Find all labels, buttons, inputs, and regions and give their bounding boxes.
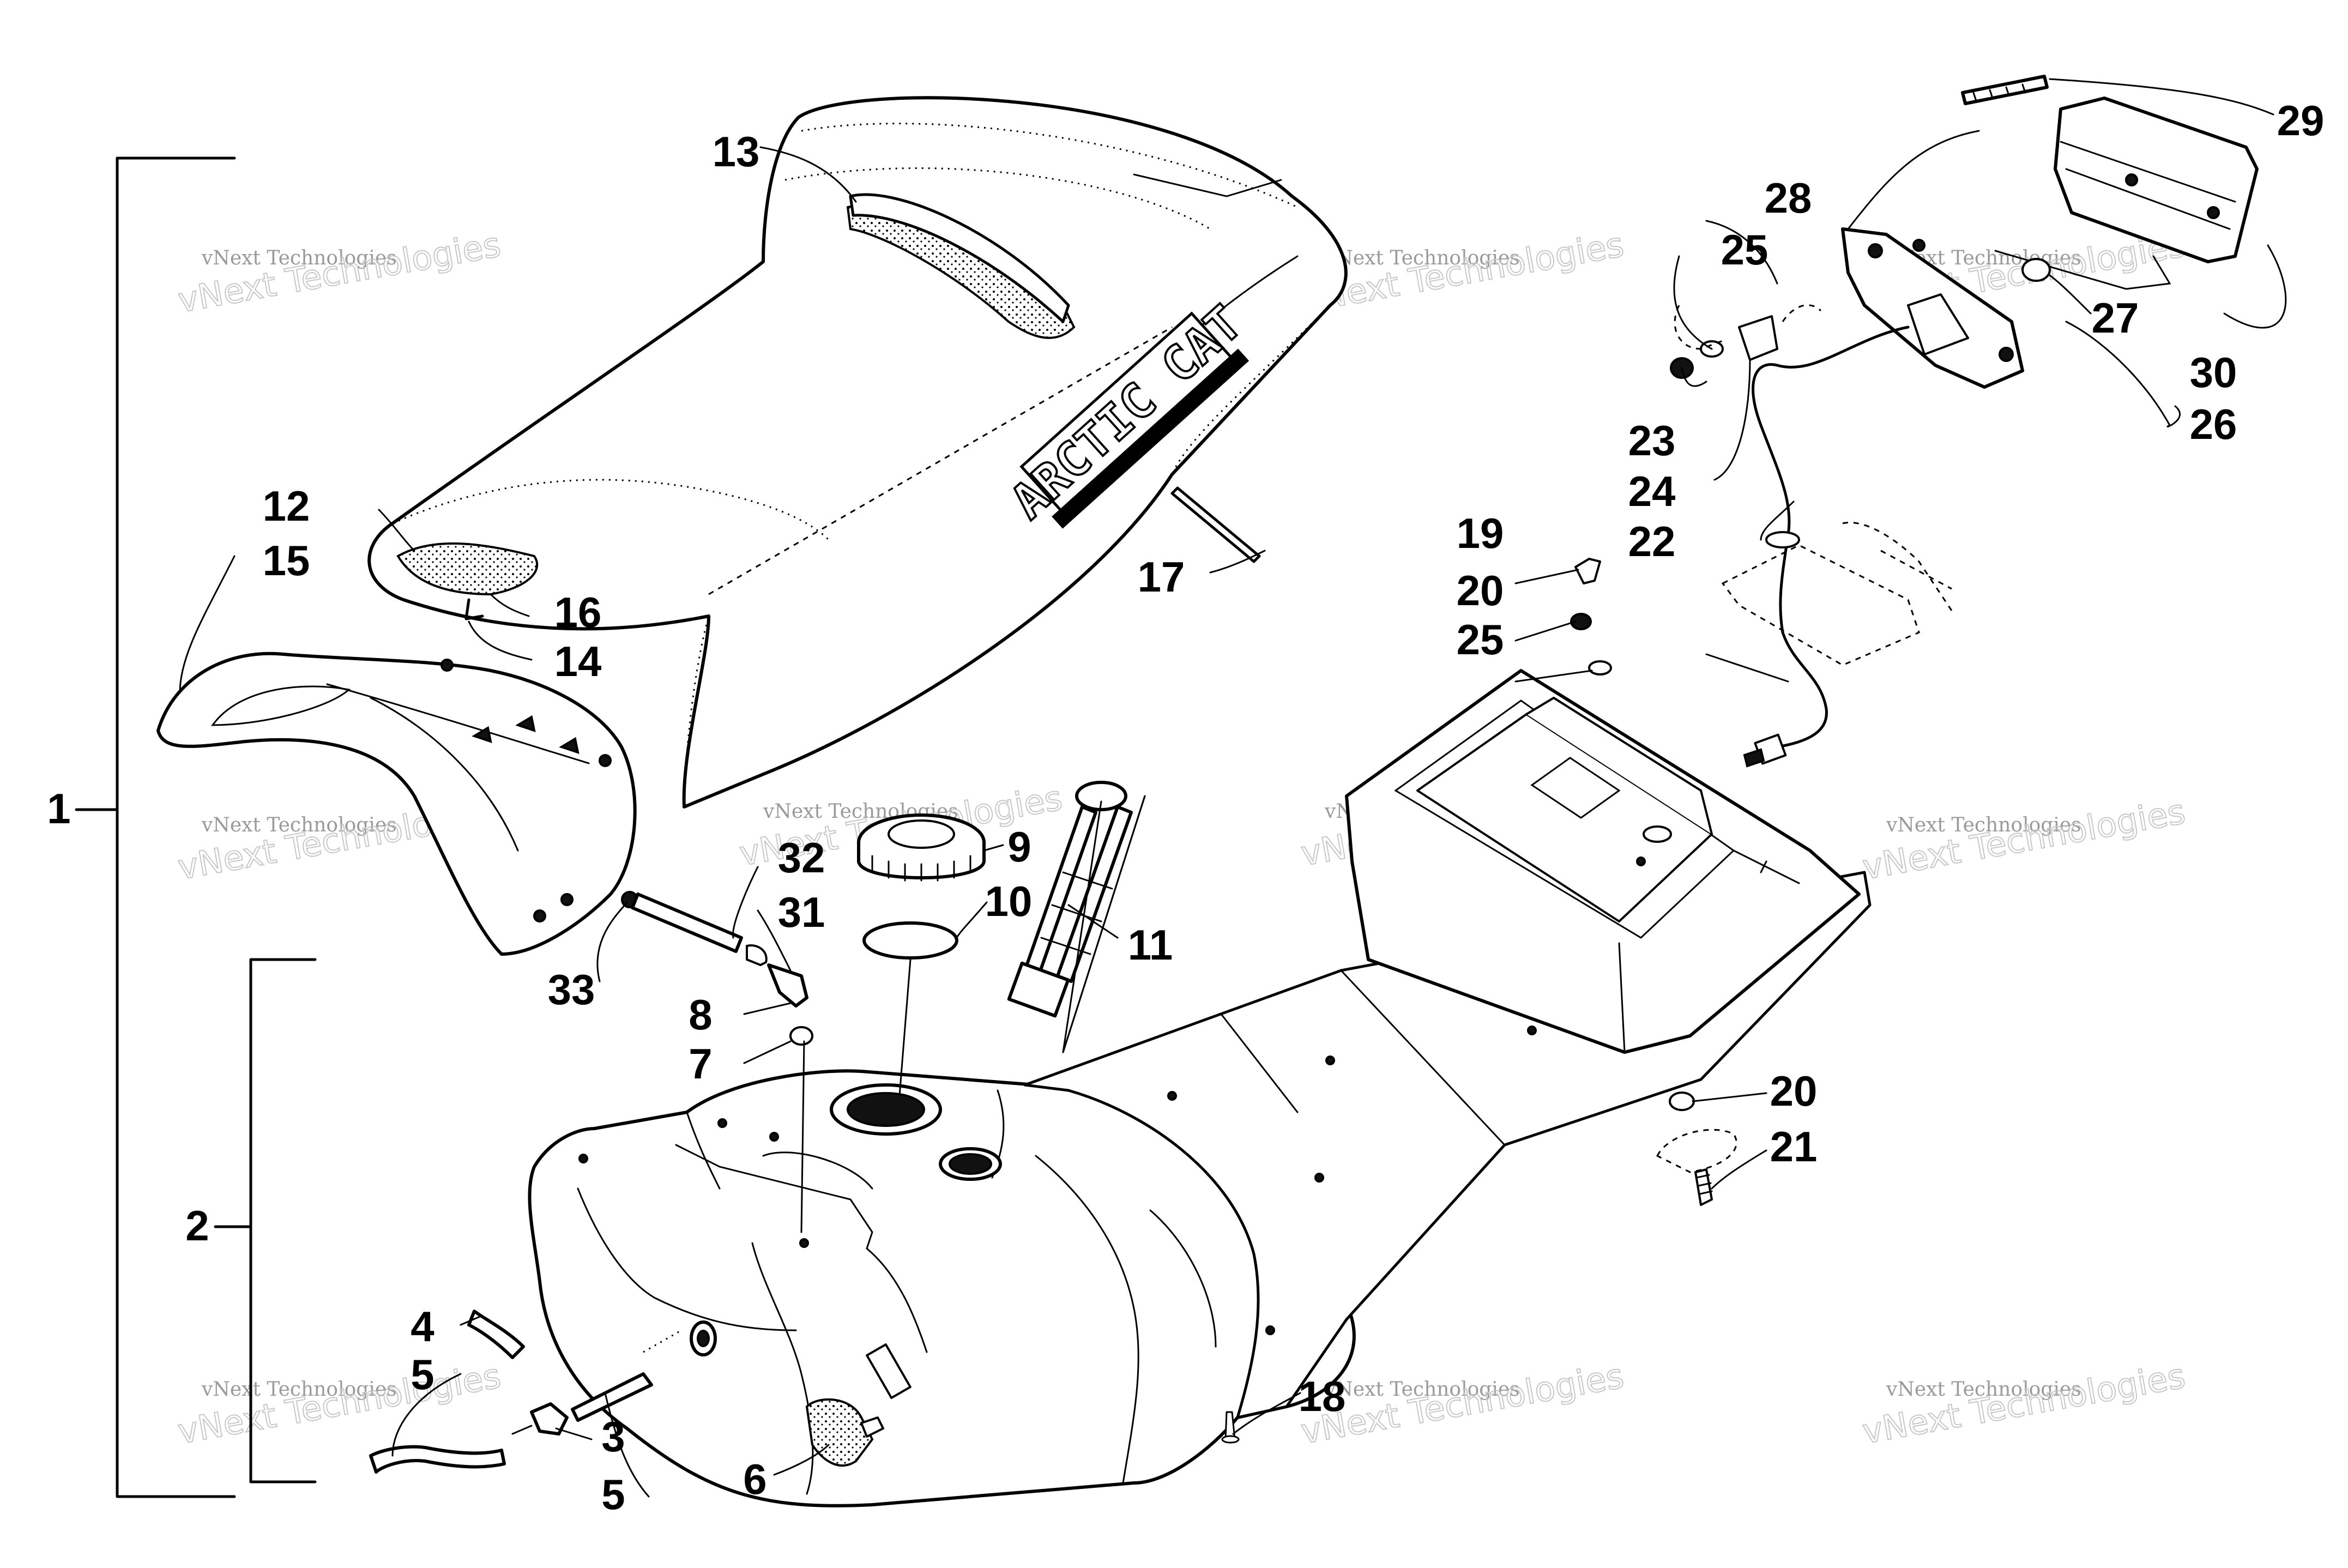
svg-text:vNext Technologies: vNext Technologies: [175, 1356, 504, 1452]
part-17-strip: [1170, 486, 1261, 563]
callout-32: 32: [778, 834, 825, 882]
callout-19: 19: [1457, 509, 1504, 557]
callout-26: 26: [2190, 400, 2237, 448]
svg-text:vNext Technologies: vNext Technologies: [1298, 1356, 1627, 1452]
svg-text:vNext Technologies: vNext Technologies: [1860, 1356, 2188, 1452]
callout-27: 27: [2092, 294, 2139, 342]
callout-3: 3: [601, 1413, 625, 1461]
watermark: vNext Technologies vNext Technologies: [1297, 1355, 1627, 1452]
callout-25b: 25: [1721, 226, 1768, 274]
fuel-tank: [528, 1064, 1356, 1507]
fuel-line: [369, 1310, 653, 1474]
callout-20: 20: [1457, 566, 1504, 614]
callout-20b: 20: [1770, 1067, 1818, 1115]
svg-text:vNext Technologies: vNext Technologies: [1324, 1378, 1520, 1401]
svg-text:vNext Technologies: vNext Technologies: [175, 225, 504, 321]
svg-text:vNext Technologies: vNext Technologies: [201, 1378, 397, 1401]
leader-lines: [179, 78, 2287, 1498]
battery-box: [1345, 669, 1861, 1054]
callout-33: 33: [548, 966, 595, 1014]
callout-6: 6: [743, 1455, 766, 1503]
callout-12: 12: [263, 482, 310, 530]
callout-16: 16: [554, 588, 602, 636]
hardware: [789, 558, 1737, 1444]
callout-24: 24: [1628, 467, 1676, 515]
gasket: [862, 921, 958, 960]
callout-22: 22: [1628, 517, 1676, 565]
watermark: vNext Technologies vNext Technologies: [174, 1355, 504, 1452]
callout-15: 15: [263, 536, 310, 584]
svg-text:vNext Technologies: vNext Technologies: [1324, 247, 1520, 269]
callout-31: 31: [778, 888, 825, 936]
callout-5: 5: [411, 1350, 434, 1398]
callout-17: 17: [1138, 553, 1185, 601]
callout-29: 29: [2277, 97, 2325, 144]
callout-14: 14: [554, 637, 602, 685]
callout-11: 11: [1128, 921, 1173, 969]
callout-21: 21: [1770, 1123, 1818, 1171]
callout-18: 18: [1299, 1372, 1346, 1420]
callout-25: 25: [1457, 616, 1504, 664]
svg-text:vNext Technologies: vNext Technologies: [201, 247, 397, 269]
callout-8: 8: [689, 991, 712, 1039]
callout-2: 2: [185, 1202, 209, 1250]
watermark: vNext Technologies vNext Technologies: [1859, 1355, 2189, 1452]
svg-text:vNext Technologies: vNext Technologies: [1886, 1378, 2081, 1401]
callout-layer: 1 2 3 4 5 5 6 7 8 9 10 11 12 13 14 15 16…: [47, 97, 2324, 1518]
callout-10: 10: [985, 877, 1033, 925]
callout-28: 28: [1765, 174, 1812, 222]
callout-13: 13: [713, 128, 760, 176]
part-14-clip: [464, 598, 484, 620]
watermark: vNext Technologies vNext Technologies: [1859, 791, 2189, 888]
rear-bumper: [156, 652, 637, 956]
svg-text:vNext Technologies: vNext Technologies: [1886, 814, 2081, 836]
callout-5b: 5: [601, 1470, 625, 1518]
callout-7: 7: [689, 1040, 712, 1088]
callout-9: 9: [1007, 823, 1031, 871]
gas-cap: [857, 813, 986, 882]
svg-text:vNext Technologies: vNext Technologies: [201, 814, 397, 836]
watermark: vNext Technologies vNext Technologies: [174, 224, 504, 321]
assembly-bracket-2: [214, 958, 317, 1483]
callout-30: 30: [2190, 348, 2237, 396]
taillight-assembly: [1670, 75, 2259, 768]
fuel-gauge-sender: [1007, 781, 1146, 1053]
callout-23: 23: [1628, 417, 1676, 465]
callout-4: 4: [411, 1302, 434, 1350]
svg-text:vNext Technologies: vNext Technologies: [1860, 792, 2188, 888]
callout-1: 1: [47, 785, 70, 833]
assembly-bracket-1: [75, 156, 236, 1498]
